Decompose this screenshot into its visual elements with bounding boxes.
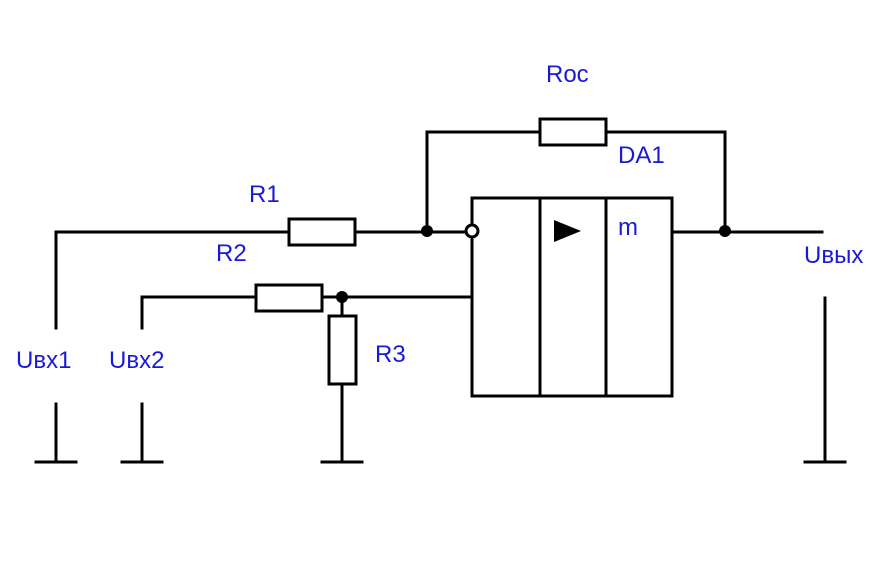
- label-uvx2: Uвх2: [109, 347, 165, 374]
- junction-dot-r3-node: [336, 291, 348, 303]
- resistor-roc: [538, 117, 608, 147]
- label-da1: DA1: [618, 142, 665, 169]
- wire-uvx1: [54, 230, 291, 330]
- resistor-r1: [287, 217, 357, 247]
- label-uvyh: Uвых: [804, 242, 864, 269]
- wire-feedback-left: [425, 130, 542, 234]
- wire-feedback-right: [604, 130, 727, 234]
- resistor-r2: [254, 283, 324, 313]
- label-r2: R2: [216, 240, 247, 267]
- triangle-amplifier-icon: [554, 220, 581, 242]
- junction-dot-output-node: [719, 225, 731, 237]
- label-uvx1: Uвх1: [16, 347, 72, 374]
- wire-uvx2: [140, 295, 258, 330]
- resistor-r3: [327, 314, 358, 386]
- inverting-input-circle: [464, 223, 480, 239]
- junction-dot-input-node: [421, 225, 433, 237]
- label-roc: Roc: [546, 61, 589, 88]
- label-r1: R1: [249, 181, 280, 208]
- label-m: m: [618, 214, 638, 241]
- label-r3: R3: [375, 341, 406, 368]
